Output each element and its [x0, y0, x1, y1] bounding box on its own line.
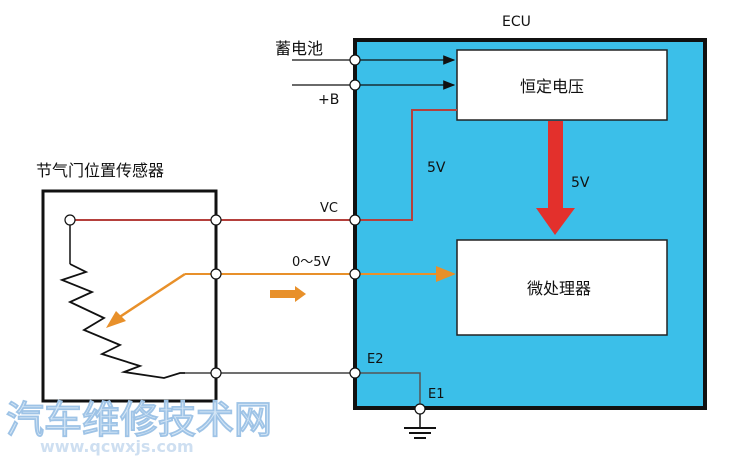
signal-direction-arrow: [270, 286, 306, 302]
microprocessor-label: 微处理器: [527, 279, 591, 298]
sensor-terminal-e2: [210, 367, 222, 379]
power-arrow-voltage: 5V: [571, 175, 590, 191]
e2-internal-wire: [355, 372, 421, 408]
sensor-box: [41, 189, 218, 403]
battery-label: 蓄电池: [275, 39, 323, 58]
power-arrow-shaft: [548, 121, 563, 210]
ecu-terminal-e1: [414, 403, 426, 415]
plus-b-terminal: [349, 79, 361, 91]
constant-voltage-label: 恒定电压: [520, 77, 584, 96]
ecu-terminal-signal: [349, 268, 361, 280]
wiper-arrow-head: [106, 311, 126, 328]
battery-terminal: [349, 54, 361, 66]
sensor-terminal-signal: [210, 268, 222, 280]
wiper-arm: [111, 272, 186, 324]
e1-label: E1: [428, 387, 445, 402]
e2-label: E2: [367, 352, 384, 367]
watermark-url: www.qcwxjs.com: [40, 437, 194, 456]
ground-icon: [404, 427, 436, 439]
vc-label: VC: [320, 201, 338, 216]
resistor-zigzag: [59, 263, 185, 379]
vc-wire-voltage: 5V: [427, 160, 446, 176]
ecu-terminal-e2: [349, 367, 361, 379]
sensor-terminal-vc: [210, 214, 222, 226]
vc-wire: [70, 109, 457, 221]
plus-b-label: +B: [318, 92, 339, 108]
sensor-title: 节气门位置传感器: [36, 161, 164, 180]
watermark-title: 汽车维修技术网: [6, 398, 272, 442]
signal-label: 0～5V: [292, 255, 331, 270]
ecu-label: ECU: [502, 14, 531, 30]
sensor-vc-pin: [64, 214, 76, 226]
microprocessor-block: [456, 239, 668, 336]
ecu-terminal-vc: [349, 214, 361, 226]
power-arrow-head: [536, 208, 575, 235]
constant-voltage-block: [456, 49, 668, 121]
